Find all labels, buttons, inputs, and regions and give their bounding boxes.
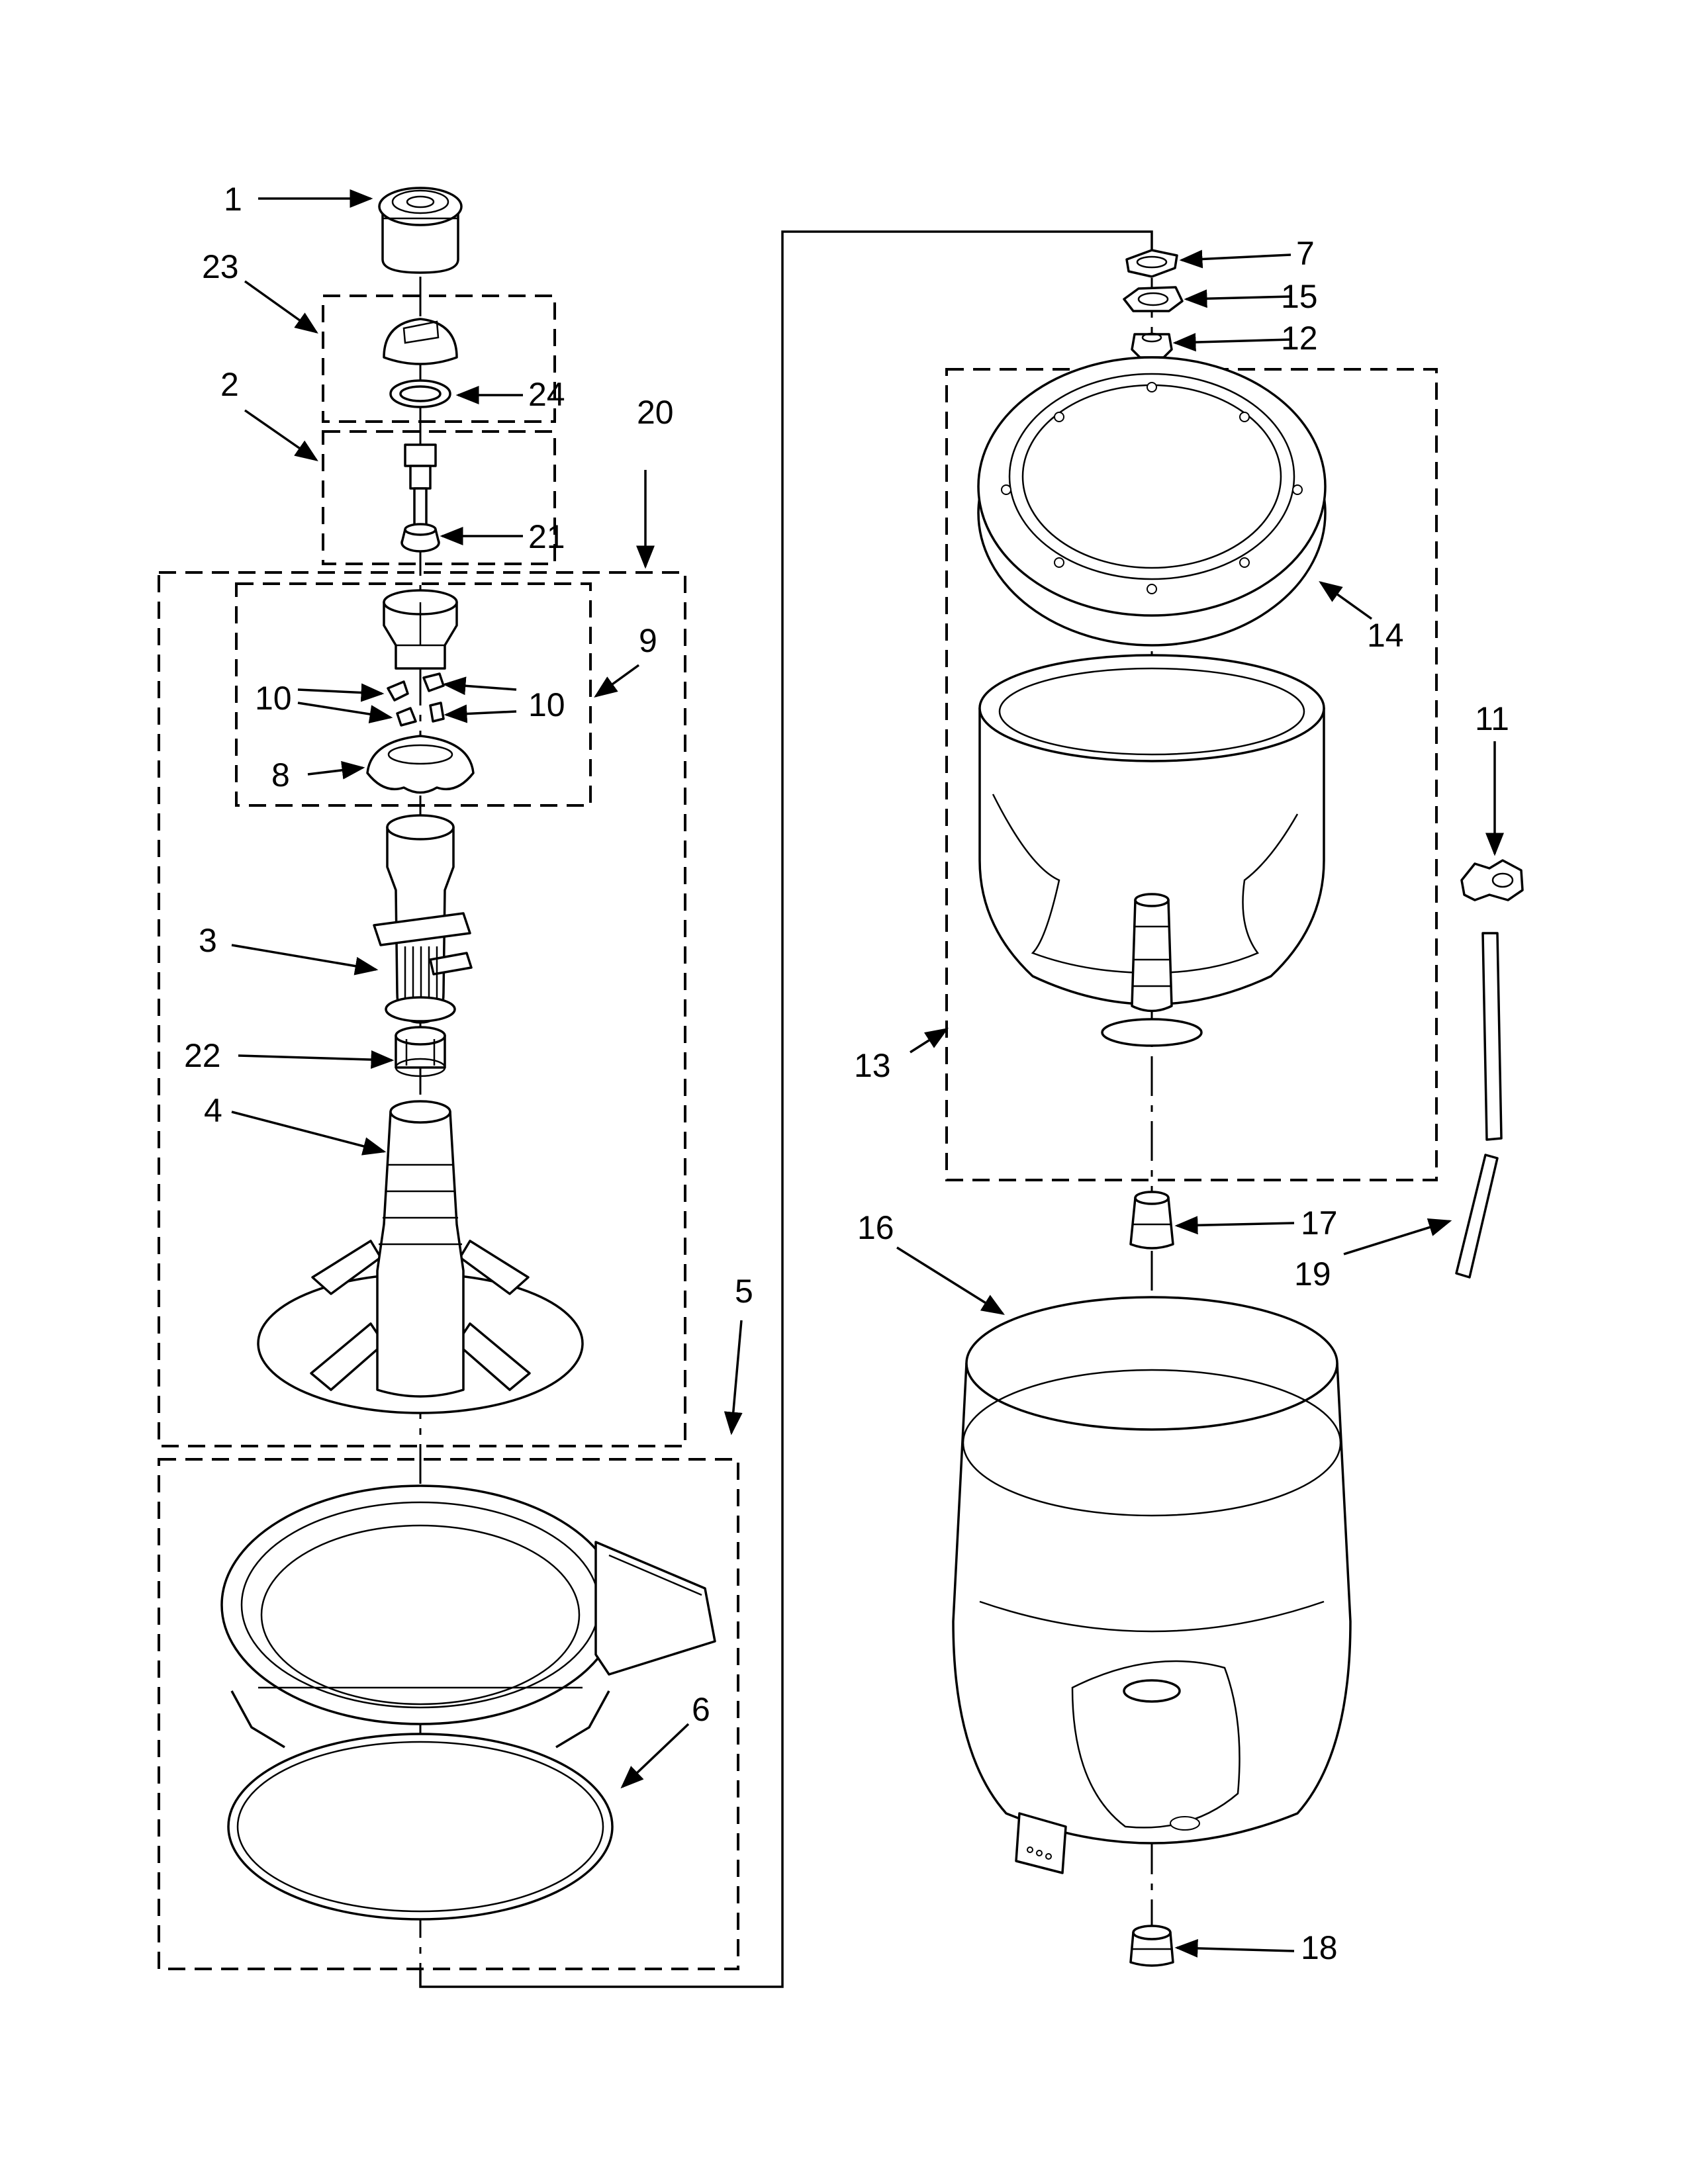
group-box-2 (322, 430, 556, 565)
part-1-dispenser-cap (378, 187, 463, 274)
callout-12: 12 (1281, 320, 1318, 357)
part-16-outer-tub (952, 1296, 1352, 1874)
part-15-plate (1123, 286, 1184, 312)
callout-3: 3 (199, 922, 217, 959)
part-4-agitator-base (257, 1100, 584, 1414)
callout-6: 6 (692, 1691, 710, 1728)
part-21-washer (400, 523, 440, 553)
part-17-hub (1129, 1191, 1174, 1250)
group-box-5 (158, 1458, 739, 1970)
part-14-balance-ring (977, 356, 1327, 647)
part-10-dogs (387, 672, 445, 727)
callout-16: 16 (857, 1209, 894, 1246)
part-8-retainer (366, 735, 475, 794)
part-5-tub-ring (220, 1484, 716, 1749)
part-7-clip (1125, 249, 1178, 278)
part-2-bolt (404, 443, 437, 529)
callout-9: 9 (639, 622, 657, 659)
part-22-bearing (395, 1026, 446, 1077)
part-11-hose-clip (1460, 859, 1524, 901)
part-9-cam (383, 589, 458, 670)
leader-lines (231, 189, 1504, 1958)
part-6-tub-seal (227, 1733, 614, 1921)
callout-8: 8 (271, 756, 290, 794)
callout-15: 15 (1281, 278, 1318, 315)
part-19-hose (1455, 932, 1503, 1279)
callout-14: 14 (1367, 617, 1404, 654)
callout-5: 5 (735, 1273, 753, 1310)
part-13-spin-basket (978, 654, 1325, 1047)
callout-7: 7 (1296, 235, 1315, 272)
connector-line (419, 230, 1153, 1988)
callout-4: 4 (204, 1092, 222, 1129)
callout-24: 24 (528, 376, 565, 413)
group-box-20 (158, 571, 686, 1447)
part-12-nut (1131, 332, 1173, 359)
callout-17: 17 (1301, 1205, 1338, 1242)
callout-1: 1 (224, 181, 242, 218)
callout-22: 22 (184, 1037, 221, 1074)
callout-19: 19 (1294, 1255, 1331, 1293)
part-3-auger (373, 814, 473, 1024)
part-18-plug (1129, 1925, 1174, 1967)
callout-23: 23 (202, 248, 239, 285)
callout-18: 18 (1301, 1929, 1338, 1966)
part-23-cap (383, 318, 458, 365)
callout-11: 11 (1475, 700, 1509, 737)
callout-10-right: 10 (528, 686, 565, 723)
group-box-23 (322, 295, 556, 423)
callout-20: 20 (637, 394, 674, 431)
callout-21: 21 (528, 518, 565, 555)
callout-2: 2 (220, 366, 239, 403)
callout-10-left: 10 (255, 680, 292, 717)
part-24-seal (389, 379, 451, 408)
group-box-9 (235, 582, 592, 807)
callout-13: 13 (854, 1047, 891, 1084)
